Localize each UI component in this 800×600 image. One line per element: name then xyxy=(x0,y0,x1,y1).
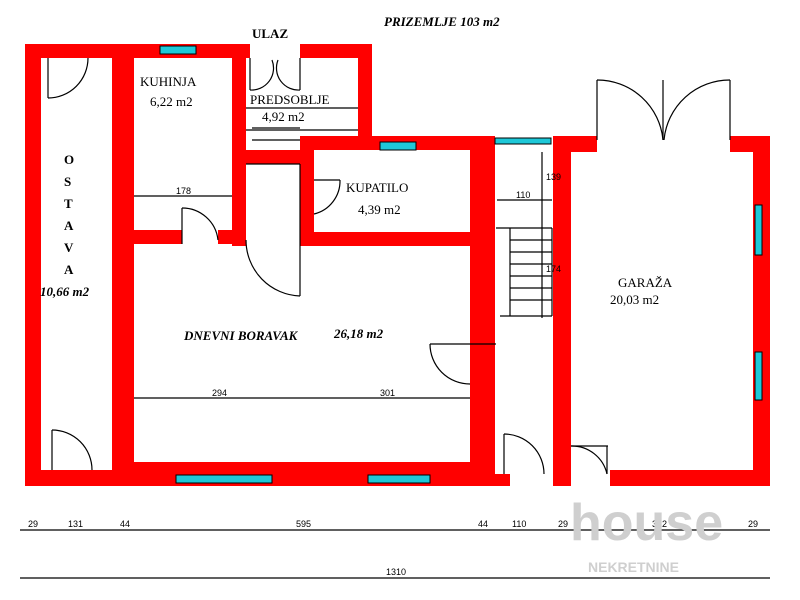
dim-label: 110 xyxy=(512,519,526,529)
dim-label: 44 xyxy=(120,519,130,529)
dim-label: 29 xyxy=(28,519,38,529)
dim-label: 44 xyxy=(478,519,488,529)
storage-letter: T xyxy=(64,196,73,211)
storage-letter: A xyxy=(64,218,74,233)
bathroom-area: 4,39 m2 xyxy=(358,202,401,217)
dim-label: 178 xyxy=(176,186,191,196)
dim-label: 174 xyxy=(546,264,561,274)
walls xyxy=(25,44,770,486)
dim-label: 139 xyxy=(546,172,561,182)
storage-name: O S T A V A xyxy=(64,152,74,277)
dim-label: 110 xyxy=(516,190,530,200)
garage-name: GARAŽA xyxy=(618,275,673,290)
dim-label: 312 xyxy=(652,519,667,529)
dim-label: 131 xyxy=(68,519,83,529)
dim-label: 294 xyxy=(212,388,227,398)
floor-title: PRIZEMLJE 103 m2 xyxy=(384,14,500,29)
bathroom-name: KUPATILO xyxy=(346,180,408,195)
dim-label: 29 xyxy=(558,519,568,529)
storage-letter: S xyxy=(64,174,71,189)
dimension-lines xyxy=(20,152,770,579)
storage-letter: O xyxy=(64,152,74,167)
kitchen-name: KUHINJA xyxy=(140,74,197,89)
dim-label: 301 xyxy=(380,388,395,398)
windows xyxy=(159,45,763,484)
storage-area: 10,66 m2 xyxy=(40,284,90,299)
dim-label: 595 xyxy=(296,519,311,529)
staircase xyxy=(246,107,553,317)
living-name: DNEVNI BORAVAK xyxy=(183,328,299,343)
garage-area: 20,03 m2 xyxy=(610,292,659,307)
entrance-label: ULAZ xyxy=(252,26,288,41)
storage-letter: V xyxy=(64,240,74,255)
dim-total: 1310 xyxy=(386,567,406,577)
living-area: 26,18 m2 xyxy=(333,326,384,341)
kitchen-area: 6,22 m2 xyxy=(150,94,193,109)
door-swings xyxy=(47,57,731,475)
hall-area: 4,92 m2 xyxy=(262,109,305,124)
watermark-logo: house xyxy=(570,494,723,552)
hall-name: PREDSOBLJE xyxy=(250,92,330,107)
watermark-sub: NEKRETNINE xyxy=(588,559,679,575)
dim-label: 29 xyxy=(748,519,758,529)
storage-letter: A xyxy=(64,262,74,277)
